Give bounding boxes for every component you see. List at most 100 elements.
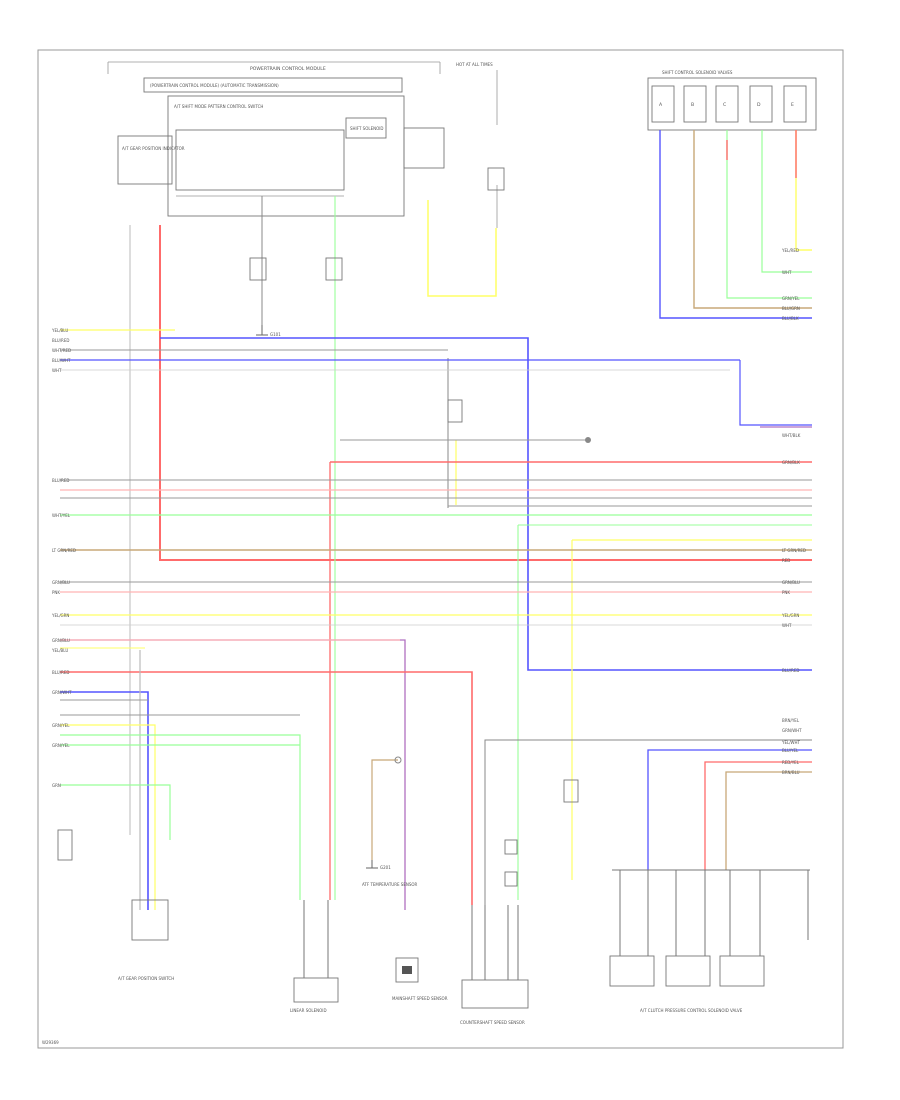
svg-text:GRN/WHT: GRN/WHT (782, 728, 802, 733)
wires-vertical (60, 130, 812, 910)
svg-text:B: B (691, 102, 694, 108)
wire-red-lower (704, 761, 812, 870)
svg-text:YEL/BLU: YEL/BLU (51, 328, 68, 333)
ecm-title-block: POWERTRAIN CONTROL MODULE (POWERTRAIN CO… (107, 61, 441, 217)
wire-tan-sol-b (693, 130, 812, 309)
power-title: HOT AT ALL TIMES (456, 62, 493, 67)
svg-text:GRN/BLU: GRN/BLU (52, 638, 70, 643)
svg-text:BLU/BLK: BLU/BLK (782, 316, 799, 321)
ground-icon-mid: G201 (366, 860, 391, 870)
gear-switch-label: A/T GEAR POSITION SWITCH (118, 976, 174, 981)
svg-text:YEL/GRN: YEL/GRN (781, 613, 799, 618)
component-atf-temp-sensor: ATF TEMPERATURE SENSOR (362, 882, 418, 887)
svg-text:GRN/BLK: GRN/BLK (782, 460, 800, 465)
connector-tags (57, 167, 591, 887)
ecm-subtitle-1: (POWERTRAIN CONTROL MODULE) (AUTOMATIC T… (150, 83, 279, 88)
svg-text:PNK: PNK (782, 590, 790, 595)
component-lock-up-valve: A/T CLUTCH PRESSURE CONTROL SOLENOID VAL… (609, 869, 810, 1013)
diagram-frame (37, 49, 844, 1049)
wire-blue-loop (160, 337, 812, 671)
right-pin-labels: YEL/RED WHT GRN/YEL BLU/GRN BLU/BLK WHT/… (781, 248, 806, 775)
svg-text:YEL/BLU: YEL/BLU (51, 648, 68, 653)
ecm-title: POWERTRAIN CONTROL MODULE (250, 66, 326, 72)
svg-text:BLU/RED: BLU/RED (782, 668, 799, 673)
component-linear-solenoid: LINEAR SOLENOID (290, 900, 339, 1013)
bus-blue-2-right (739, 360, 812, 426)
svg-text:G201: G201 (380, 865, 391, 870)
wire-violet-mainshaft (60, 639, 406, 910)
svg-text:LT GRN/RED: LT GRN/RED (782, 548, 806, 553)
countershaft-label: COUNTERSHAFT SPEED SENSOR (460, 1020, 525, 1025)
wire-gray-lower-r (484, 739, 812, 905)
atf-temp-label: ATF TEMPERATURE SENSOR (362, 882, 418, 887)
svg-text:RED/YEL: RED/YEL (782, 760, 800, 765)
wire-tan-lower (725, 771, 812, 870)
svg-text:GRN/YEL: GRN/YEL (52, 723, 70, 728)
svg-text:BLU/WHT: BLU/WHT (52, 358, 71, 363)
svg-text:WHT/BLK: WHT/BLK (782, 433, 801, 438)
component-countershaft-speed: COUNTERSHAFT SPEED SENSOR (460, 905, 529, 1025)
solenoid-valves-block: SHIFT CONTROL SOLENOID VALVES A B C D E (647, 70, 817, 131)
svg-text:WHT: WHT (52, 368, 62, 373)
linear-solenoid-label: LINEAR SOLENOID (290, 1008, 327, 1013)
component-mainshaft-speed: MAINSHAFT SPEED SENSOR (392, 957, 448, 1001)
svg-text:C: C (723, 102, 726, 108)
svg-text:WHT/YEL: WHT/YEL (52, 513, 71, 518)
svg-text:YEL/GRN: YEL/GRN (51, 613, 69, 618)
component-gear-position-switch: A/T GEAR POSITION SWITCH (118, 899, 174, 981)
svg-text:WHT/RED: WHT/RED (52, 348, 71, 353)
solenoid-valve-d: D (749, 85, 773, 123)
svg-text:WHT: WHT (782, 270, 792, 275)
svg-text:YEL/RED: YEL/RED (781, 248, 799, 253)
svg-text:RED: RED (782, 558, 790, 563)
left-pin-labels: YEL/BLU BLU/RED WHT/RED BLU/WHT WHT BLU/… (51, 328, 76, 788)
lock-up-valve-label: A/T CLUTCH PRESSURE CONTROL SOLENOID VAL… (640, 1008, 743, 1013)
svg-text:LT GRN/RED: LT GRN/RED (52, 548, 76, 553)
solenoid-valve-e: E (783, 85, 807, 123)
svg-text:GRN/BLU: GRN/BLU (52, 580, 70, 585)
svg-text:G101: G101 (270, 332, 281, 337)
left-indicator-box: A/T GEAR POSITION INDICATOR (117, 135, 185, 185)
wire-tan-atf (371, 759, 398, 860)
wire-red-countershaft (60, 671, 473, 905)
svg-text:GRN/YEL: GRN/YEL (52, 743, 70, 748)
mainshaft-label: MAINSHAFT SPEED SENSOR (392, 996, 448, 1001)
ecm-subtitle-2: A/T SHIFT MODE PATTERN CONTROL SWITCH (174, 104, 263, 109)
wire-yellow-power (427, 200, 497, 297)
svg-text:BLU/RED: BLU/RED (52, 670, 69, 675)
svg-text:PNK: PNK (52, 590, 60, 595)
svg-text:D: D (757, 102, 761, 108)
svg-text:GRN/WHT: GRN/WHT (52, 690, 72, 695)
left-box-label: A/T GEAR POSITION INDICATOR (122, 146, 185, 151)
solenoid-valve-b: B (683, 85, 707, 123)
solenoid-title: SHIFT CONTROL SOLENOID VALVES (662, 70, 733, 75)
ground-icon-left: G101 (256, 325, 281, 337)
wire-blue-gear-a (60, 691, 149, 910)
ground-symbols: G101 G201 (256, 325, 391, 870)
svg-text:E: E (791, 102, 794, 108)
wire-red-main (159, 225, 812, 561)
svg-text:BLU/YEL: BLU/YEL (782, 748, 799, 753)
wire-green-grd (60, 784, 171, 840)
wire-yellow-sol-e (795, 130, 812, 251)
wire-green-sol-c (726, 130, 812, 299)
wire-blue-lower (647, 749, 812, 870)
svg-text:GRN: GRN (52, 783, 61, 788)
svg-text:BRN/YEL: BRN/YEL (782, 718, 800, 723)
solenoid-valve-a: A (651, 85, 675, 123)
wire-green-gear (60, 734, 301, 900)
diagram-id: W29369 (42, 1040, 59, 1045)
svg-text:A: A (659, 102, 663, 108)
power-block: HOT AT ALL TIMES (403, 62, 498, 228)
svg-text:GRN/YEL: GRN/YEL (782, 296, 800, 301)
svg-text:YEL/WHT: YEL/WHT (781, 740, 801, 745)
svg-text:BRN/BLU: BRN/BLU (782, 770, 800, 775)
svg-text:WHT: WHT (782, 623, 792, 628)
right-box-label: SHIFT SOLENOID (350, 126, 384, 131)
svg-text:GRN/BLU: GRN/BLU (782, 580, 800, 585)
svg-text:BLU/GRN: BLU/GRN (782, 306, 800, 311)
svg-text:BLU/RED: BLU/RED (52, 478, 69, 483)
wires-horizontal (60, 329, 812, 716)
wire-yellow-gear (60, 724, 156, 910)
